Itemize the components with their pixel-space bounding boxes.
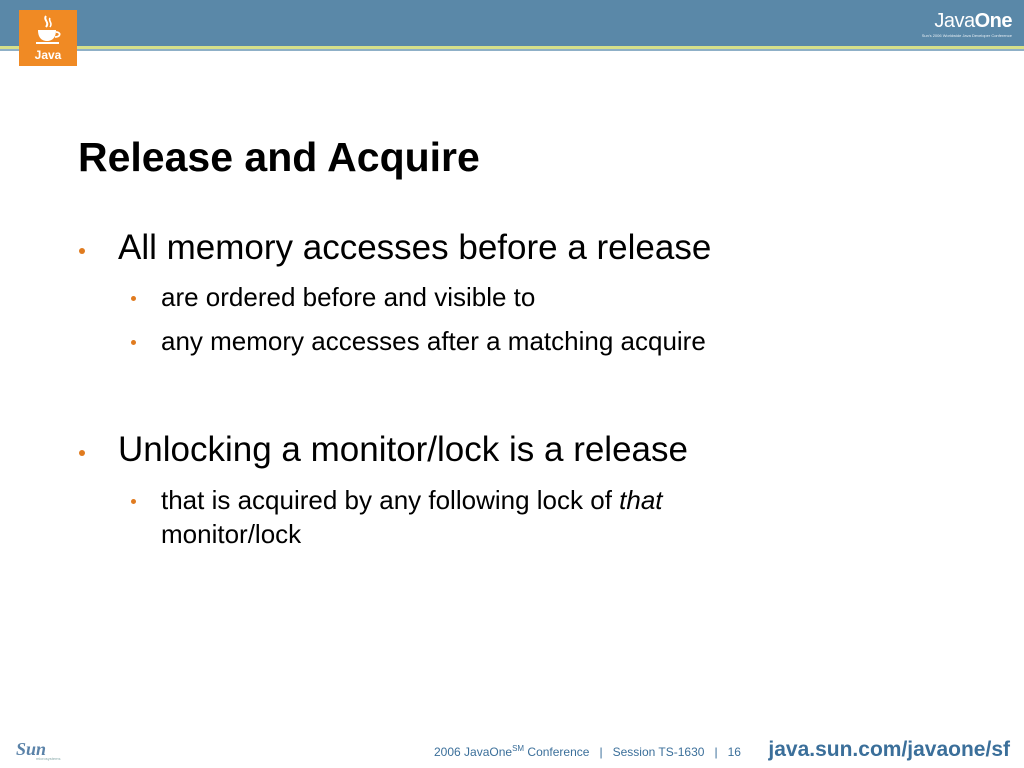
footer-url: java.sun.com/javaone/sf (768, 738, 1010, 761)
sun-logo: Sun microsystems (16, 739, 60, 761)
subbullet-1-1-text: are ordered before and visible to (161, 282, 536, 312)
bullet-2: Unlocking a monitor/lock is a release (79, 430, 688, 470)
footer-separator: | (714, 745, 718, 759)
bullet-1-text: All memory accesses before a release (118, 228, 712, 267)
slide-title: Release and Acquire (78, 134, 480, 180)
java-logo: Java (19, 10, 77, 66)
subbullet-2-1-pre: that is acquired by any following lock o… (161, 485, 620, 515)
javaone-brand-one: One (974, 10, 1013, 32)
footer-session-info: 2006 JavaOneSM Conference | Session TS-1… (434, 744, 741, 759)
footer-conference-suffix: Conference (524, 745, 590, 759)
footer-separator: | (599, 745, 603, 759)
bullet-dot-icon (79, 450, 85, 456)
header-accent-rule (0, 46, 1024, 49)
subbullet-dot-icon (131, 499, 136, 504)
subbullet-1-1: are ordered before and visible to (131, 280, 536, 314)
sun-logo-tagline: microsystems (36, 756, 61, 761)
sun-logo-text: Sun (16, 739, 47, 759)
subbullet-1-2: any memory accesses after a matching acq… (131, 324, 706, 358)
page-number: 16 (727, 745, 741, 759)
subbullet-2-1-emphasis: that (619, 485, 663, 515)
coffee-cup-icon (36, 15, 61, 44)
subbullet-2-1-post: monitor/lock (161, 519, 302, 549)
header-band (0, 0, 1024, 46)
java-logo-label: Java (34, 48, 62, 62)
subbullet-dot-icon (131, 340, 136, 345)
footer-conference-mark: SM (512, 744, 525, 753)
subbullet-2-1: that is acquired by any following lock o… (131, 483, 663, 551)
bullet-1: All memory accesses before a release (79, 228, 712, 268)
javaone-tagline: Sun's 2006 Worldwide Java Developer Conf… (921, 33, 1012, 38)
subbullet-dot-icon (131, 296, 136, 301)
bullet-2-text: Unlocking a monitor/lock is a release (118, 430, 688, 469)
bullet-dot-icon (79, 248, 85, 254)
javaone-logo: JavaOne Sun's 2006 Worldwide Java Develo… (921, 10, 1013, 38)
javaone-brand-java: Java (934, 10, 975, 32)
subbullet-1-2-text: any memory accesses after a matching acq… (161, 326, 706, 356)
header-divider (0, 49, 1024, 51)
footer-conference: 2006 JavaOne (434, 745, 513, 759)
footer-session: Session TS-1630 (612, 745, 705, 759)
